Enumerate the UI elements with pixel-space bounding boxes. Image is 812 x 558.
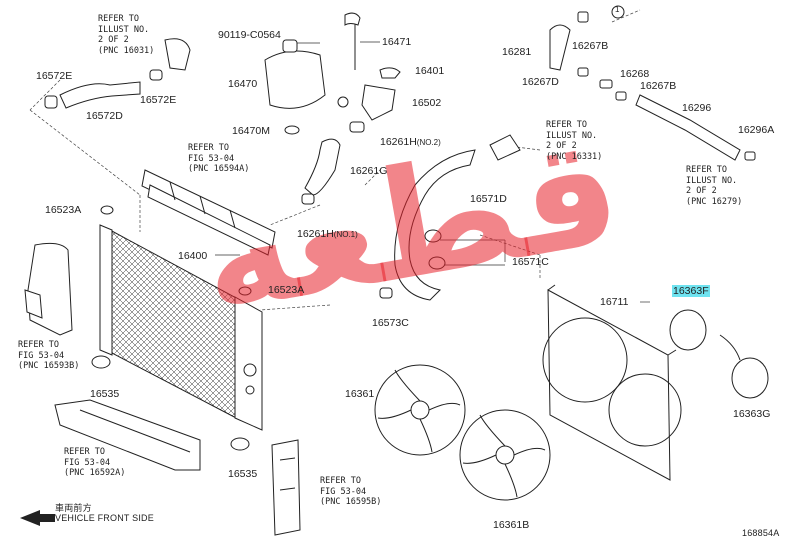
lower-shield <box>54 399 201 471</box>
diagram-id: 168854A <box>742 528 780 538</box>
part-number: 16296 <box>682 102 712 114</box>
part-number: 16268 <box>620 68 650 80</box>
part-number: 16571C <box>512 256 549 268</box>
part-number: 16363G <box>733 408 771 420</box>
fan-shroud <box>542 284 682 481</box>
part-number: 16267B <box>640 80 677 92</box>
leader-lines-solid <box>215 41 650 303</box>
hose-left <box>44 38 191 109</box>
hose-right <box>549 11 756 161</box>
fan-16361b <box>459 409 551 501</box>
part-number: 16261H(NO.2) <box>380 136 441 148</box>
left-air-guide <box>24 242 73 336</box>
reservoir-tank <box>264 12 361 135</box>
leader-lines <box>29 9 641 311</box>
reference-note: REFER TO FIG 53-04 (PNC 16593B) <box>18 340 80 371</box>
reference-note: REFER TO ILLUST NO. 2 OF 2 (PNC 16031) <box>98 14 155 56</box>
part-number: 16523A <box>268 284 305 296</box>
reference-note: REFER TO ILLUST NO. 2 OF 2 (PNC 16331) <box>546 120 603 162</box>
part-number: 16571D <box>470 193 507 205</box>
part-number: 16361 <box>345 388 375 400</box>
circled-number: 1 <box>615 5 620 14</box>
radiator <box>99 224 263 431</box>
part-number: 16400 <box>178 250 208 262</box>
reference-note: REFER TO FIG 53-04 (PNC 16592A) <box>64 447 126 478</box>
reference-note: REFER TO FIG 53-04 (PNC 16595B) <box>320 476 382 507</box>
hose-16261g <box>301 138 341 205</box>
part-number: 16535 <box>228 468 258 480</box>
part-number: 16572E <box>36 70 73 82</box>
part-number: 16523A <box>45 204 82 216</box>
part-number: 16470 <box>228 78 258 90</box>
part-number: 16401 <box>415 65 445 77</box>
part-number: 16572D <box>86 110 123 122</box>
vehicle-front-label: VEHICLE FRONT SIDE <box>55 513 154 523</box>
part-number: 16572E <box>140 94 177 106</box>
part-number: 16261H(NO.1) <box>297 228 358 240</box>
fan-16361 <box>374 364 466 456</box>
part-number: 16361B <box>493 519 530 531</box>
part-number: 16267B <box>572 40 609 52</box>
right-air-guide <box>271 439 301 536</box>
front-arrow-icon <box>20 510 55 526</box>
hose-16571d <box>379 134 521 301</box>
water-outlet <box>337 67 401 133</box>
part-number: 16296A <box>738 124 775 136</box>
part-number: 16502 <box>412 97 442 109</box>
part-number: 90119-C0564 <box>218 29 281 41</box>
part-number: 16535 <box>90 388 120 400</box>
caps <box>91 205 252 451</box>
reference-note: REFER TO FIG 53-04 (PNC 16594A) <box>188 143 250 174</box>
part-number: 16261G <box>350 165 388 177</box>
part-number: 16267D <box>522 76 559 88</box>
upper-support <box>141 169 276 256</box>
part-number: 16471 <box>382 36 412 48</box>
part-number-highlighted: 16363F <box>672 285 710 297</box>
reference-note: REFER TO ILLUST NO. 2 OF 2 (PNC 16279) <box>686 165 743 207</box>
part-number: 16711 <box>600 296 629 308</box>
vehicle-front-label-cn: 車両前方 <box>55 503 92 513</box>
fan-motor <box>669 309 769 399</box>
part-number: 16573C <box>372 317 409 329</box>
part-number: 16281 <box>502 46 532 58</box>
part-number: 16470M <box>232 125 270 137</box>
